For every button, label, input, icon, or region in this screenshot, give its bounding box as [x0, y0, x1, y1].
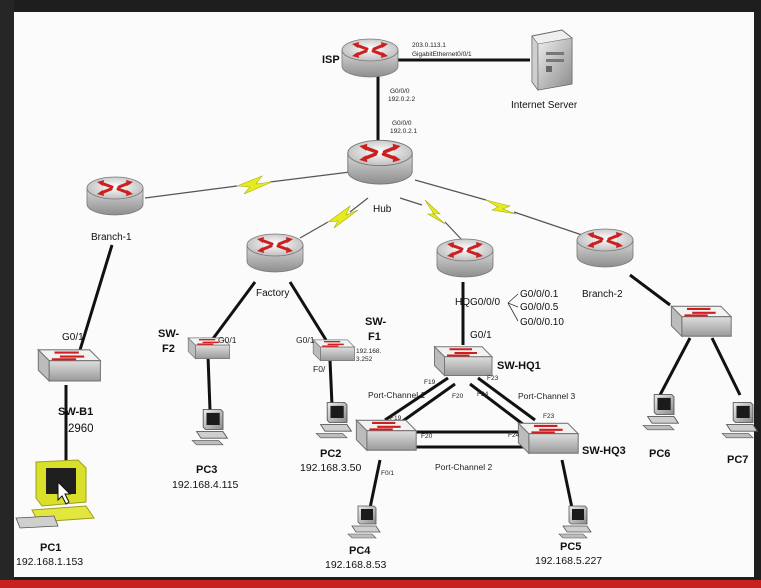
sw-f1-ip-line1: 192.168.	[356, 348, 381, 355]
sw-hq2-switch-icon[interactable]	[355, 419, 418, 452]
factory-router-icon[interactable]	[245, 232, 305, 274]
sw-b1-label: SW-B1	[58, 406, 93, 418]
pc4-label: PC4	[349, 545, 371, 557]
pc3-label: PC3	[196, 464, 217, 476]
sw-hq3-f23: F23	[543, 413, 555, 420]
link-hq1-hq3-b	[469, 382, 529, 430]
hq-sub3-label: G0/0/0.5	[520, 302, 559, 313]
sw-hq1-switch-icon[interactable]	[433, 345, 493, 377]
sw-f1-label-line2: F1	[368, 331, 381, 343]
hq-router-icon[interactable]	[435, 237, 495, 279]
hq-sub2-label: G0/0/0.1	[520, 289, 559, 300]
sw-hq3-label: SW-HQ3	[582, 445, 626, 457]
branch2-router-icon[interactable]	[575, 227, 635, 269]
pc5-icon[interactable]	[558, 505, 592, 539]
isp-addr-label: 203.0.113.1	[412, 42, 446, 49]
pc2-icon[interactable]	[315, 402, 352, 439]
pc5-label: PC5	[560, 541, 581, 553]
link-swhq3-pc5	[560, 459, 574, 509]
hq-label: HQ	[455, 297, 470, 308]
diagram-canvas	[14, 12, 754, 577]
hub-g-ip-label: 192.0.2.1	[390, 128, 417, 135]
sw-hq2-f01: F0/1	[381, 470, 394, 477]
link-factory-swf1	[288, 281, 328, 341]
sw-hq1-f19: F19	[424, 379, 436, 386]
sw-f2-label-line2: F2	[162, 343, 175, 355]
serial-link-hub-branch1	[144, 171, 351, 199]
isp-label: ISP	[322, 54, 340, 66]
hub-router-icon[interactable]	[346, 138, 414, 186]
port-channel-3-label: Port-Channel 3	[518, 391, 575, 401]
isp-g-port-label: G0/0/0	[390, 88, 410, 95]
pc6-label: PC6	[649, 448, 670, 460]
link-branch2-swb2	[629, 273, 671, 307]
internet-server-label: Internet Server	[511, 100, 578, 111]
sw-b1-model-label: 2960	[68, 423, 94, 435]
pc1-icon[interactable]	[15, 459, 95, 529]
pc7-label: PC7	[727, 454, 748, 466]
pc1-ip-label: 192.168.1.153	[16, 556, 83, 568]
sw-f1-ip-line2: 3.252	[356, 356, 373, 363]
pc2-ip-label: 192.168.3.50	[300, 462, 361, 474]
pc4-icon[interactable]	[347, 505, 381, 539]
pc2-label: PC2	[320, 448, 341, 460]
isp-port-label: GigabitEthernet0/0/1	[412, 51, 472, 58]
hub-label: Hub	[373, 204, 392, 215]
branch2-label: Branch-2	[582, 289, 623, 300]
sw-hq2-f20: F20	[421, 433, 433, 440]
pc4-ip-label: 192.168.8.53	[325, 559, 386, 571]
pc5-ip-label: 192.168.5.227	[535, 555, 602, 567]
sw-f1-port2-label: F0/	[313, 364, 326, 374]
sw-hq1-f24: F24	[477, 391, 489, 398]
pc3-icon[interactable]	[191, 409, 228, 446]
factory-label: Factory	[256, 288, 289, 299]
link-hq1-hq3-a	[477, 376, 536, 422]
sw-hq3-f24: F24	[508, 432, 520, 439]
serial-link-hub-factory	[299, 197, 369, 239]
pc6-icon[interactable]	[642, 394, 679, 431]
link-hq1-hq2-a	[384, 376, 449, 422]
sw-hq3-switch-icon[interactable]	[517, 422, 580, 455]
link-branch1-swb1	[78, 244, 114, 351]
link-swhq2-pc4	[368, 459, 382, 509]
server-icon	[531, 29, 573, 91]
sw-hq1-f20: F20	[452, 393, 464, 400]
sw-hq2-f19: F19	[390, 415, 402, 422]
isp-g-ip-label: 192.0.2.2	[388, 96, 415, 103]
hq-port-label: G0/1	[470, 330, 492, 341]
link-swf2-pc3	[206, 355, 212, 411]
hub-g-port-label: G0/0/0	[392, 120, 412, 127]
hq-subif-connector	[507, 293, 519, 322]
sw-f2-label-line1: SW-	[158, 328, 179, 340]
hq-sub4-label: G0/0/0.10	[520, 317, 564, 328]
sw-f1-port-label: G0/1	[296, 335, 315, 345]
link-factory-swf2	[210, 281, 257, 341]
port-channel-2-label: Port-Channel 2	[435, 462, 492, 472]
window-edge	[0, 0, 14, 580]
sw-f1-label-line1: SW-	[365, 316, 386, 328]
pc1-label: PC1	[40, 542, 61, 554]
serial-link-hub-branch2	[414, 179, 586, 237]
pc3-ip-label: 192.168.4.115	[172, 479, 239, 491]
link-swb2-pc7	[710, 337, 742, 396]
hq-sub1-label: G0/0/0	[470, 297, 500, 308]
link-swb2-pc6	[658, 337, 692, 396]
branch1-port-label: G0/1	[62, 332, 84, 343]
pc7-icon[interactable]	[721, 402, 758, 439]
sw-f1-switch-icon[interactable]	[312, 339, 356, 362]
serial-link-hub-hq	[399, 197, 463, 241]
sw-f2-port-label: G0/1	[218, 335, 237, 345]
isp-router-icon[interactable]	[340, 37, 400, 79]
branch1-label: Branch-1	[91, 232, 132, 243]
branch2-switch-icon[interactable]	[670, 305, 733, 338]
sw-hq1-label: SW-HQ1	[497, 360, 541, 372]
link-swf1-pc2	[328, 359, 334, 406]
bottom-bar	[0, 580, 761, 588]
branch1-router-icon[interactable]	[85, 175, 145, 217]
sw-hq1-f23: F23	[487, 375, 499, 382]
port-channel-1-label: Port-Channel 1	[368, 390, 425, 400]
sw-b1-switch-icon[interactable]	[37, 348, 102, 382]
